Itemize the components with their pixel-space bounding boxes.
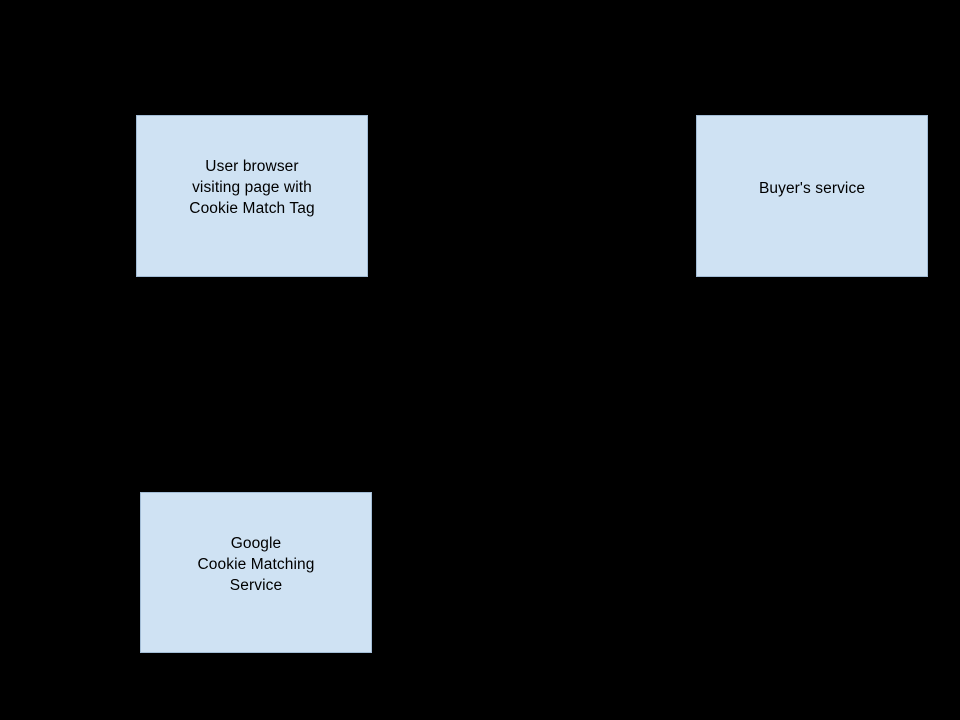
node-user-browser-label: User browser visiting page with Cookie M… (189, 157, 315, 217)
edge-google-cookie-matching-service-to-buyers-service (371, 278, 811, 573)
node-buyers-service-label: Buyer's service (758, 179, 866, 197)
node-google-cookie-matching-service-label: Google Cookie Matching Service (197, 535, 315, 594)
node-google-cookie-matching-service[interactable]: Google Cookie Matching Service (140, 492, 372, 653)
node-user-browser[interactable]: User browser visiting page with Cookie M… (136, 115, 368, 277)
edge-user-browser-to-google-cookie-matching-service (250, 276, 258, 491)
node-buyers-service[interactable]: Buyer's service (696, 115, 928, 277)
